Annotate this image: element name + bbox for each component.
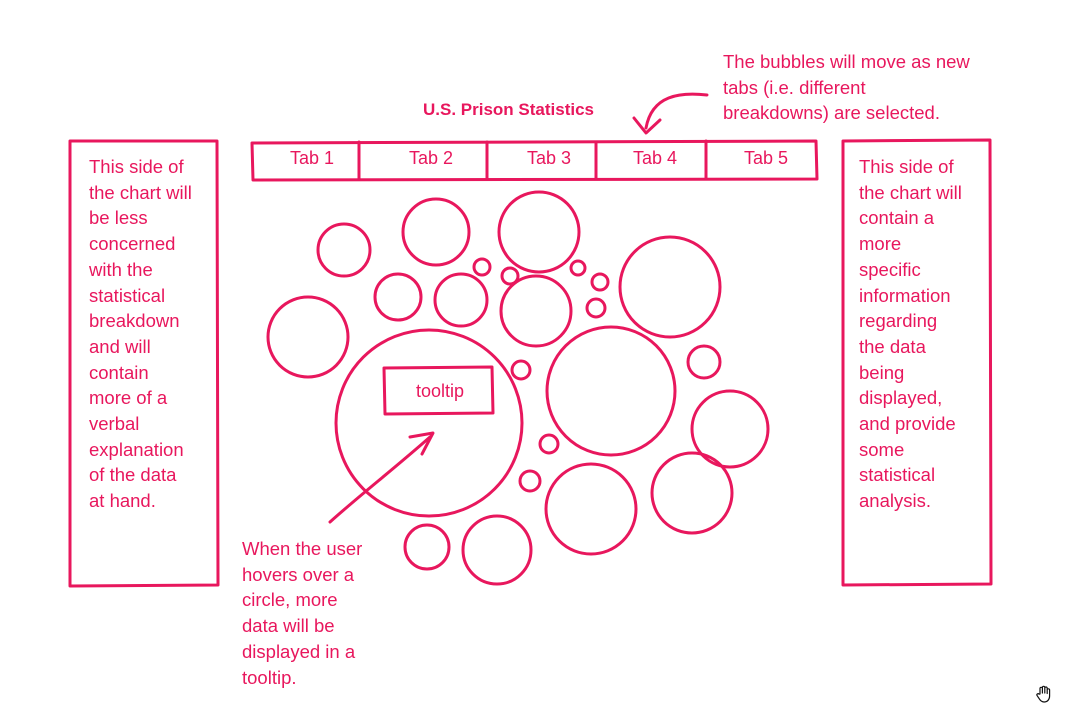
bubble-group	[266, 190, 770, 586]
tooltip-box	[382, 365, 495, 416]
bubble	[590, 272, 610, 292]
left-panel-description: This side of the chart will be less conc…	[89, 156, 192, 512]
bubble	[690, 389, 770, 469]
bubble	[585, 297, 607, 319]
bubble	[472, 257, 492, 277]
hover-note-arrow	[328, 435, 432, 524]
bubble	[499, 274, 573, 348]
bubble	[545, 325, 677, 457]
bubble	[544, 462, 638, 556]
bubble	[500, 266, 520, 286]
bubble	[538, 433, 560, 455]
tab-bar-border	[250, 139, 819, 182]
tab-5[interactable]: Tab 5	[743, 148, 789, 168]
top-note-arrowhead	[632, 116, 662, 135]
right-panel-border	[841, 138, 993, 587]
bubble	[497, 190, 581, 274]
bubble	[461, 514, 533, 586]
bubble	[266, 295, 350, 379]
bubbles-move-annotation: The bubbles will move as new tabs (i.e. …	[723, 51, 970, 124]
bubble	[316, 222, 372, 278]
bubble	[686, 344, 722, 380]
bubble	[433, 272, 489, 328]
left-panel-border	[68, 139, 220, 588]
bubble	[650, 451, 734, 535]
bubble	[334, 328, 524, 518]
bubble	[373, 272, 423, 322]
tab-2[interactable]: Tab 2	[408, 148, 454, 168]
bubble	[403, 523, 451, 571]
tooltip-label: tooltip	[415, 381, 465, 401]
right-panel-description: This side of the chart will contain a mo…	[859, 156, 962, 512]
bubble	[510, 359, 532, 381]
bubble	[401, 197, 471, 267]
chart-title: U.S. Prison Statistics	[423, 100, 594, 119]
bubble	[569, 259, 587, 277]
hand-cursor-icon	[1036, 685, 1051, 703]
bubble	[518, 469, 542, 493]
hover-tooltip-annotation: When the user hovers over a circle, more…	[242, 538, 363, 688]
top-note-arrow	[644, 92, 709, 130]
tab-3[interactable]: Tab 3	[526, 148, 572, 168]
bubble	[618, 235, 722, 339]
hover-note-arrowhead	[408, 431, 435, 456]
tab-1[interactable]: Tab 1	[289, 148, 335, 168]
tab-4[interactable]: Tab 4	[632, 148, 678, 168]
